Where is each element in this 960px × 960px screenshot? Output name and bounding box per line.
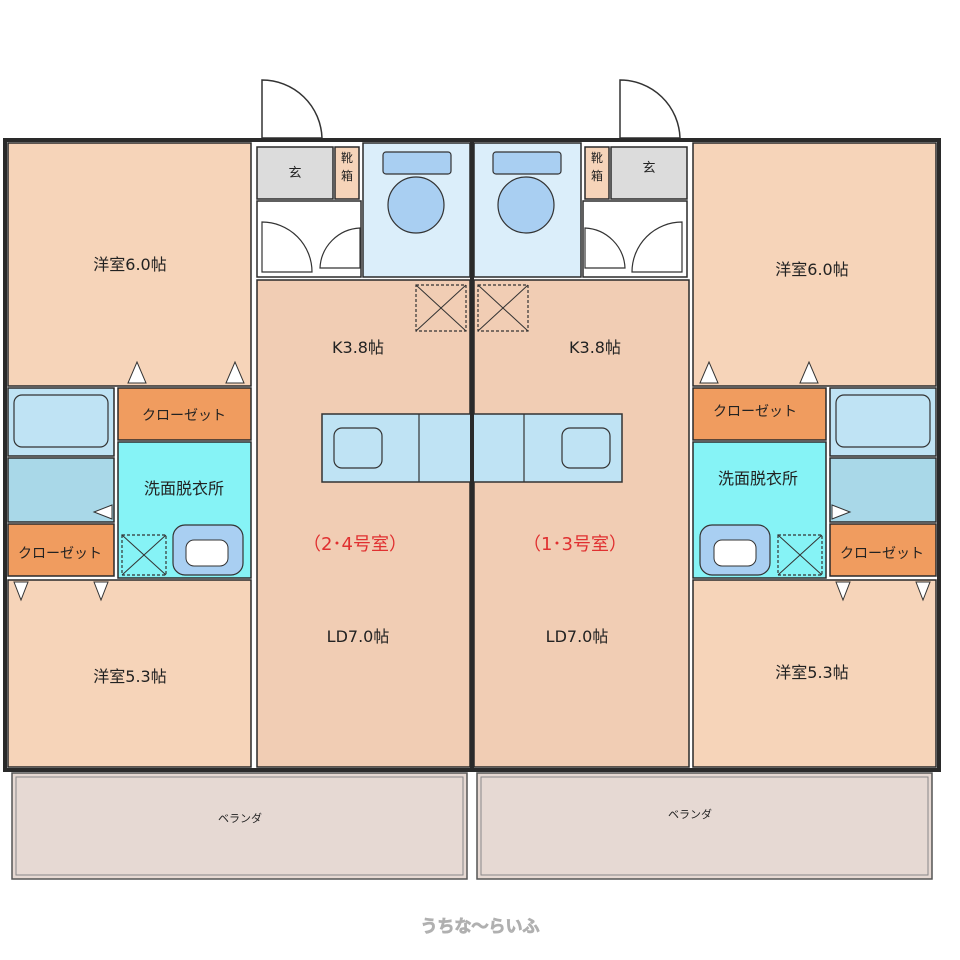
shoe-box-left-char: 靴 — [341, 151, 353, 165]
shoe-box-left — [334, 146, 360, 200]
hall-door-right-a — [631, 221, 683, 273]
storage-box-kitchen-right — [477, 284, 529, 332]
storage-box-cross-d — [477, 284, 529, 332]
entrance-door-left — [261, 79, 323, 139]
hall-door-right-b — [584, 227, 626, 269]
label-balcony-right: ベランダ — [668, 807, 712, 821]
toilet-tank-right — [492, 151, 562, 175]
western-room-top-right — [692, 142, 937, 387]
kitchen-sink-left — [333, 427, 383, 469]
closet-lower-right — [829, 523, 937, 577]
entrance-left — [256, 146, 334, 200]
bath-floor-right — [829, 457, 937, 523]
washer-cross-d — [777, 534, 823, 576]
label-western-room-top-left: 洋室6.0帖 — [93, 255, 166, 274]
balcony-left — [11, 772, 468, 880]
label-washroom-left: 洗面脱衣所 — [144, 479, 224, 498]
label-closet-lower-right: クローゼット — [840, 546, 924, 562]
label-closet-upper-right: クローゼット — [713, 404, 797, 420]
ldk-left — [256, 279, 471, 768]
storage-box-cross-b — [415, 284, 467, 332]
washer-box-left — [121, 534, 167, 576]
label-closet-lower-left: クローゼット — [18, 546, 102, 562]
bathtub-right — [835, 394, 931, 448]
shoe-box-left-char: 箱 — [341, 168, 353, 183]
label-unit-right: （1･3号室） — [523, 534, 627, 555]
balcony-right — [476, 772, 933, 880]
unit-right — [473, 79, 937, 880]
closet-door-marker-left-4 — [93, 581, 109, 602]
label-entrance-left: 玄 — [288, 166, 301, 181]
toilet-tank-left — [382, 151, 452, 175]
unit-left — [7, 79, 471, 880]
wash-basin-inner-right — [713, 539, 757, 567]
entrance-right — [610, 146, 688, 200]
label-unit-left: （2･4号室） — [303, 534, 407, 555]
label-washroom-right: 洗面脱衣所 — [718, 469, 798, 488]
balcony-inner-left — [15, 776, 464, 876]
label-western-room-top-right: 洋室6.0帖 — [775, 260, 848, 279]
label-closet-upper-left: クローゼット — [142, 408, 226, 424]
washer-box-right — [777, 534, 823, 576]
wash-basin-inner-left — [185, 539, 229, 567]
ldk-right — [473, 279, 690, 768]
storage-box-kitchen-left — [415, 284, 467, 332]
watermark: うちな〜らいふ — [421, 917, 540, 937]
western-room-bottom-right — [692, 579, 937, 768]
washer-cross-b — [121, 534, 167, 576]
closet-door-marker-left-3 — [13, 581, 29, 602]
label-kitchen-right: K3.8帖 — [569, 338, 621, 357]
shoe-box-right-char: 箱 — [591, 168, 603, 183]
toilet-bowl-left — [387, 176, 445, 234]
closet-door-marker-right-2 — [799, 360, 819, 384]
closet-door-marker-right-1 — [699, 360, 719, 384]
toilet-bowl-right — [497, 176, 555, 234]
shoe-box-right — [584, 146, 610, 200]
label-shoe-box-left: 靴箱 — [341, 151, 353, 183]
label-balcony-left: ベランダ — [218, 811, 262, 825]
label-shoe-box-right: 靴箱 — [591, 151, 603, 183]
label-western-room-bottom-left: 洋室5.3帖 — [93, 667, 166, 686]
western-room-top-left — [7, 142, 252, 387]
bath-door-marker-right — [831, 504, 852, 520]
label-western-room-bottom-right: 洋室5.3帖 — [775, 663, 848, 682]
label-ld-right: LD7.0帖 — [546, 627, 609, 646]
bath-door-marker-left — [92, 504, 113, 520]
closet-door-marker-left-1 — [127, 360, 147, 384]
balcony-inner-right — [480, 776, 929, 876]
bathtub-left — [13, 394, 109, 448]
closet-door-marker-right-3 — [835, 581, 851, 602]
western-room-bottom-left — [7, 579, 252, 768]
shoe-box-right-char: 靴 — [591, 151, 603, 165]
label-ld-left: LD7.0帖 — [327, 627, 390, 646]
entrance-door-right — [619, 79, 681, 139]
label-kitchen-left: K3.8帖 — [332, 338, 384, 357]
kitchen-sink-right — [561, 427, 611, 469]
closet-upper-right — [692, 387, 827, 441]
hall-door-left-b — [319, 227, 361, 269]
label-entrance-right: 玄 — [642, 161, 655, 176]
closet-door-marker-right-4 — [915, 581, 931, 602]
closet-upper-left — [117, 387, 252, 441]
closet-lower-left — [7, 523, 115, 577]
hall-door-left-a — [261, 221, 313, 273]
closet-door-marker-left-2 — [225, 360, 245, 384]
